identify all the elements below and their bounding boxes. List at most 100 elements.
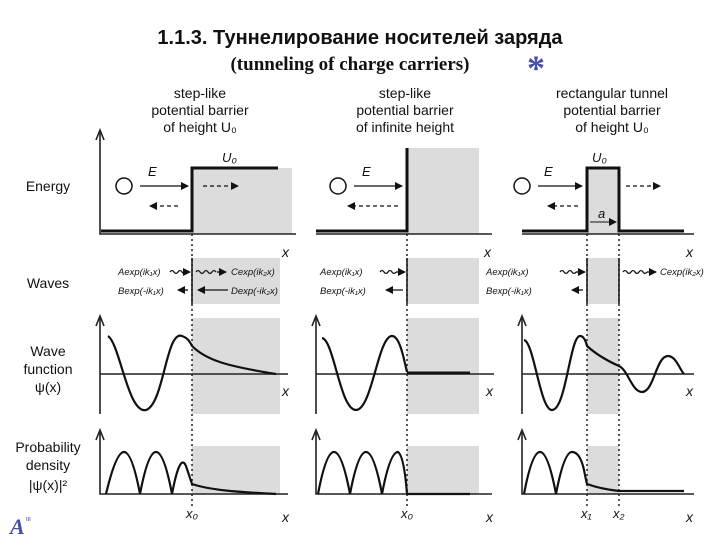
column-header-1-line2: potential barrier: [151, 102, 249, 118]
probability-axes: [521, 432, 694, 495]
potential-profile: [522, 166, 684, 233]
wavefunction-curve: [523, 334, 685, 412]
logo: A ιιι: [8, 514, 31, 539]
wavefunction-curve: [107, 334, 277, 412]
barrier-width-label: a: [598, 206, 605, 221]
transmitted-wave-squiggle: [622, 269, 648, 275]
slide-subtitle: (tunneling of charge carriers): [230, 54, 469, 75]
barrier-region: [587, 318, 619, 414]
panel-waves-col1: Aexp(ik₁x) Bexp(-ik₁x) Cexp(ik₂x) Dexp(-…: [117, 258, 280, 304]
particle-icon: [513, 177, 531, 195]
barrier-region: [407, 258, 479, 304]
slide-title: 1.1.3. Туннелирование носителей заряда: [157, 27, 563, 49]
panel-energy-col1: E U₀ x: [95, 127, 296, 260]
column-header-2-line3: of infinite height: [356, 119, 454, 135]
energy-label: E: [148, 164, 157, 179]
column-header-1-line1: step-like: [174, 85, 226, 101]
reflected-wave-label: Bexp(-ik₁x): [118, 286, 164, 297]
barrier-region: [587, 168, 619, 234]
row-label-wavefunction: Wave function ψ(x): [23, 343, 72, 395]
transmitted-wave-label: Cexp(ik₂x): [660, 267, 704, 278]
barrier-region: [407, 318, 479, 414]
panel-wavefunction-col1: x: [95, 313, 290, 414]
x-axis-label: x: [281, 383, 290, 399]
potential-profile: [316, 148, 409, 233]
axis-arrowhead: [311, 427, 321, 441]
row-label-probability: Probability density |ψ(x)|²: [15, 439, 80, 493]
panel-probability-col1: x x₀: [95, 427, 290, 525]
row-label-wavefunction-line1: Wave: [30, 343, 65, 359]
footnote-marker: *: [527, 48, 545, 88]
row-label-probability-line2: density: [26, 457, 70, 473]
row-label-probability-line3: |ψ(x)|²: [29, 477, 68, 493]
incident-wave-label: Aexp(ik₁x): [485, 267, 529, 278]
probability-curve: [316, 450, 470, 496]
x1-label: x₁: [580, 506, 592, 521]
energy-axes: [99, 132, 296, 235]
particle-icon: [115, 177, 133, 195]
barrier-height-label: U₀: [222, 150, 237, 165]
column-header-2-line1: step-like: [379, 85, 431, 101]
axis-arrowhead: [95, 127, 105, 141]
x2-label: x₂: [612, 506, 625, 521]
panel-waves-col3: Aexp(ik₁x) Bexp(-ik₁x) Cexp(ik₂x): [485, 258, 704, 304]
barrier-height-label: U₀: [592, 150, 607, 165]
barrier-region: [192, 168, 292, 234]
x-axis-label: x: [281, 509, 290, 525]
axis-arrowhead: [95, 427, 105, 441]
column-header-3-line2: potential barrier: [563, 102, 661, 118]
column-header-2: step-like potential barrier of infinite …: [356, 85, 454, 135]
x-axis-label: x: [483, 244, 492, 260]
x-axis-label: x: [685, 383, 694, 399]
column-header-1: step-like potential barrier of height U₀: [151, 85, 249, 135]
column-header-1-line3: of height U₀: [163, 119, 237, 135]
barrier-region: [587, 258, 619, 304]
particle-icon: [329, 177, 347, 195]
evanescent-wave-label: Dexp(-ik₂x): [231, 286, 278, 297]
x0-label: x₀: [185, 506, 199, 521]
column-header-3-line3: of height U₀: [575, 119, 649, 135]
panel-wavefunction-col2: x: [311, 313, 494, 414]
barrier-region: [192, 258, 280, 304]
probability-axes: [99, 432, 288, 495]
x-axis-label: x: [485, 509, 494, 525]
incident-wave-squiggle: [559, 269, 577, 275]
x0-label: x₀: [400, 506, 414, 521]
row-label-waves: Waves: [27, 275, 69, 291]
logo-mark: ιιι: [26, 516, 31, 523]
x-axis-label: x: [685, 509, 694, 525]
transmitted-wave-squiggle: [195, 269, 217, 275]
panel-waves-col2: Aexp(ik₁x) Bexp(-ik₁x): [319, 258, 479, 304]
x-axis-label: x: [685, 244, 694, 260]
barrier-region: [407, 446, 479, 494]
row-label-wavefunction-line2: function: [23, 361, 72, 377]
energy-label: E: [362, 164, 371, 179]
column-header-2-line2: potential barrier: [356, 102, 454, 118]
potential-profile: [101, 166, 278, 233]
column-header-3: rectangular tunnel potential barrier of …: [556, 85, 668, 135]
transmitted-wave-label: Cexp(ik₂x): [231, 267, 275, 278]
logo-letter: A: [8, 514, 25, 539]
panel-energy-col3: E U₀ a x: [513, 150, 694, 260]
row-label-probability-line1: Probability: [15, 439, 80, 455]
panel-probability-col3: x x₁ x₂: [517, 427, 694, 525]
panel-probability-col2: x x₀: [311, 427, 494, 525]
x-axis-label: x: [281, 244, 290, 260]
panel-energy-col2: E x: [316, 148, 492, 260]
row-label-energy: Energy: [26, 178, 70, 194]
incident-wave-squiggle: [379, 269, 397, 275]
panel-wavefunction-col3: x: [517, 313, 694, 414]
column-header-3-line1: rectangular tunnel: [556, 85, 668, 101]
wavefunction-curve: [321, 334, 409, 412]
energy-label: E: [544, 164, 553, 179]
incident-wave-label: Aexp(ik₁x): [319, 267, 363, 278]
x-axis-label: x: [485, 383, 494, 399]
axis-arrowhead: [95, 313, 105, 327]
reflected-wave-label: Bexp(-ik₁x): [486, 286, 532, 297]
reflected-wave-label: Bexp(-ik₁x): [320, 286, 366, 297]
incident-wave-label: Aexp(ik₁x): [117, 267, 161, 278]
incident-wave-squiggle: [169, 269, 187, 275]
axis-arrowhead: [311, 313, 321, 327]
barrier-region: [192, 446, 280, 494]
